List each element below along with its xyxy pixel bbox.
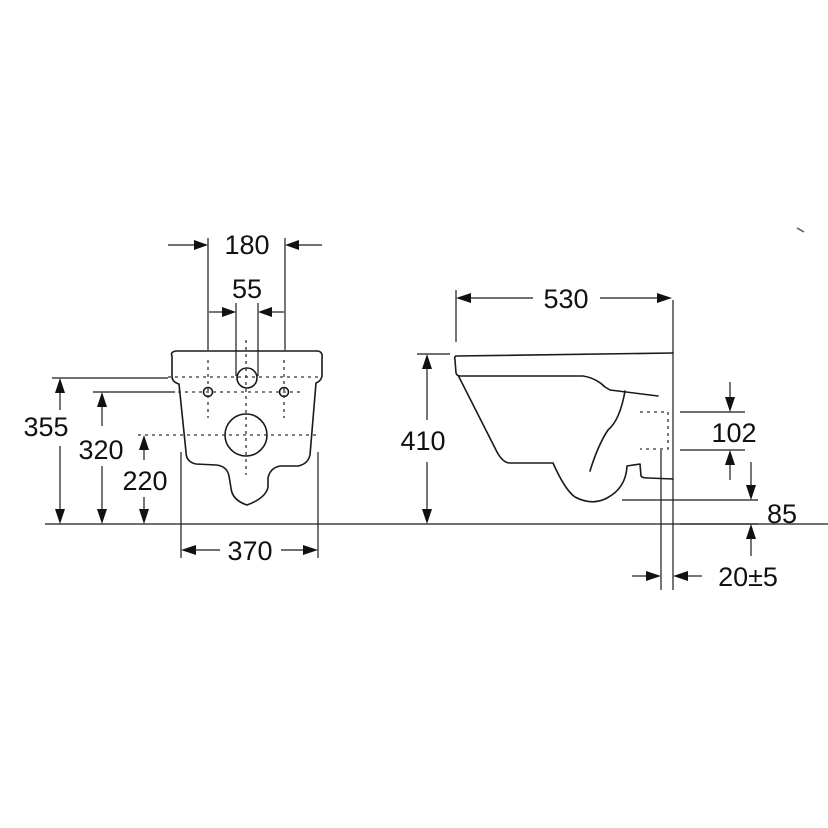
dim-180-label: 180 bbox=[224, 230, 269, 260]
side-rim bbox=[453, 352, 674, 397]
inlet-hole bbox=[236, 367, 258, 389]
dim-370-label: 370 bbox=[227, 536, 272, 566]
dim-55-label: 55 bbox=[232, 274, 262, 304]
dim-530-label: 530 bbox=[543, 284, 588, 314]
dim-102-label: 102 bbox=[711, 418, 756, 448]
dim-410-label: 410 bbox=[400, 426, 445, 456]
dim-20-5-label: 20±5 bbox=[718, 562, 778, 592]
stray-mark bbox=[796, 227, 805, 233]
side-bowl-outline bbox=[458, 376, 674, 503]
dim-220-label: 220 bbox=[122, 466, 167, 496]
front-bowl-outline bbox=[170, 350, 323, 506]
dim-320-label: 320 bbox=[78, 435, 123, 465]
side-trapway bbox=[589, 390, 626, 472]
front-view: 180 55 355 320 220 370 bbox=[23, 230, 828, 566]
dim-355-label: 355 bbox=[23, 412, 68, 442]
side-view: 530 410 102 85 20±5 bbox=[400, 284, 797, 592]
dim-85-label: 85 bbox=[767, 499, 797, 529]
